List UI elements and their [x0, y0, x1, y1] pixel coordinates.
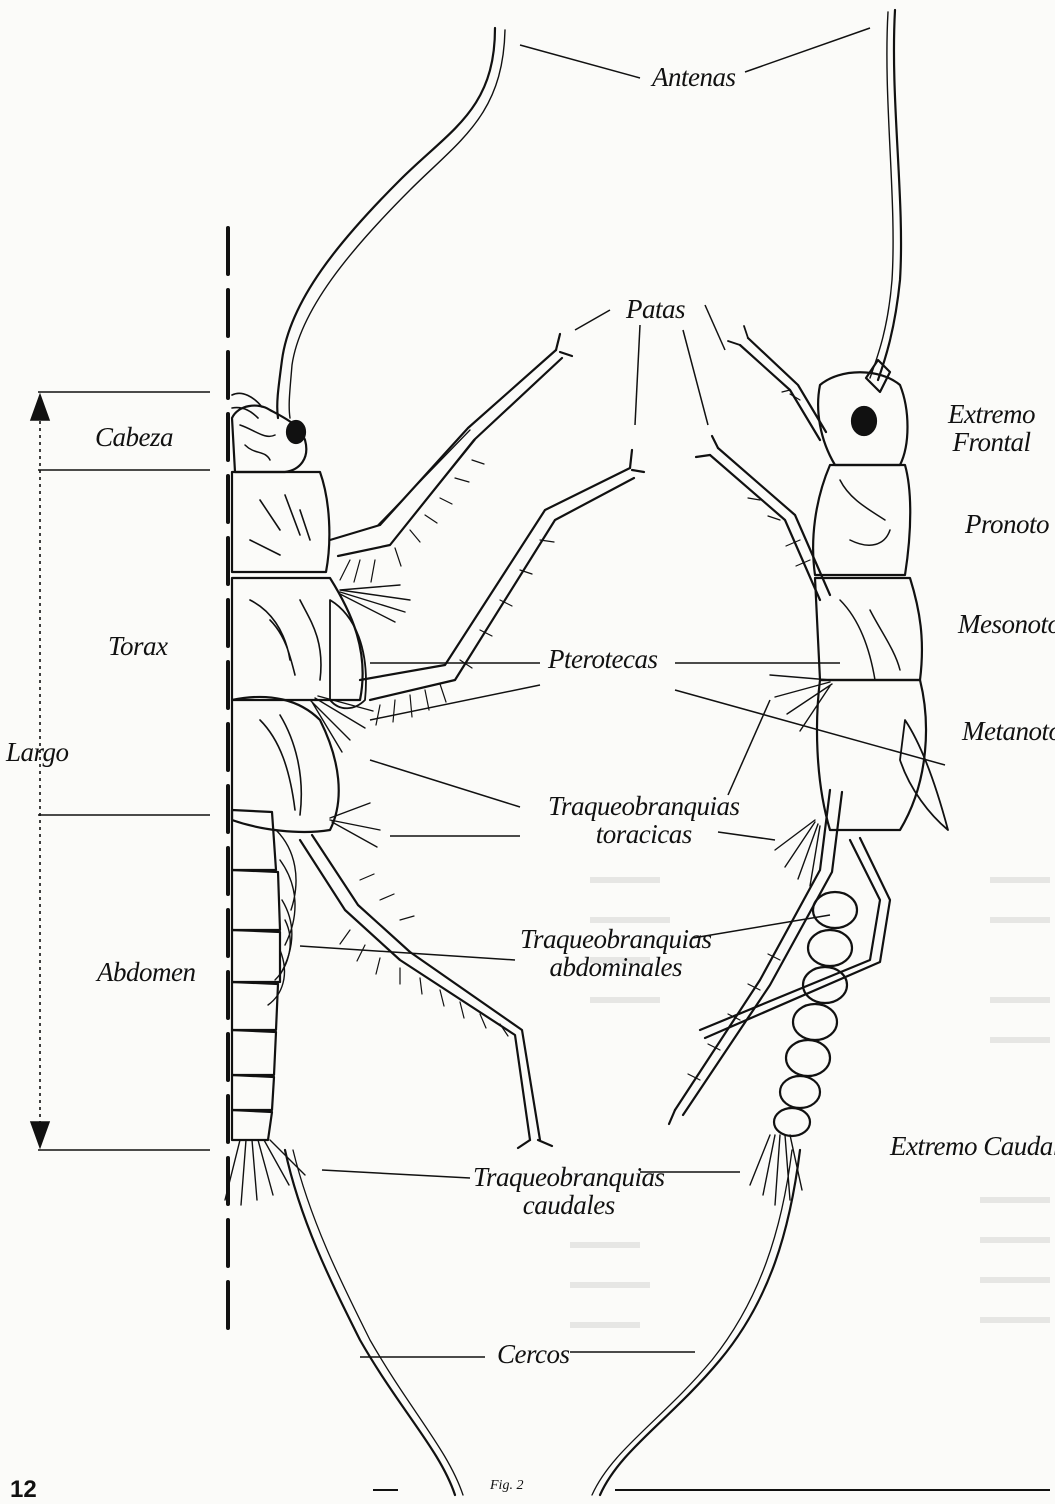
left-pronotum: [232, 472, 329, 572]
label-traq-caudales-line1: Traqueobranquias: [473, 1163, 665, 1191]
right-abdomen: [774, 892, 857, 1136]
figure-caption: Fig. 2: [490, 1478, 523, 1494]
label-patas: Patas: [626, 295, 685, 323]
right-mesonotum: [815, 578, 922, 680]
left-antenna: [277, 28, 495, 418]
label-traq-abdominales-line1: Traqueobranquias: [520, 925, 712, 953]
label-extremo-caudal: Extremo Caudal: [890, 1132, 1055, 1160]
label-extremo-frontal: Extremo Frontal: [948, 400, 1035, 457]
label-traq-toracicas-line2: toracicas: [548, 820, 740, 848]
label-traqueobranquias-abdominales: Traqueobranquias abdominales: [520, 925, 712, 982]
label-abdomen: Abdomen: [97, 958, 195, 986]
label-extremo-frontal-line2: Frontal: [948, 428, 1035, 456]
label-traq-caudales-line2: caudales: [473, 1191, 665, 1219]
right-specimen: [592, 10, 948, 1495]
left-leg-front: [330, 334, 572, 582]
label-largo: Largo: [6, 738, 69, 766]
label-pterotecas: Pterotecas: [548, 645, 657, 673]
label-traq-toracicas-line1: Traqueobranquias: [548, 792, 740, 820]
right-leg-front: [728, 326, 826, 440]
label-cabeza: Cabeza: [95, 423, 173, 451]
left-specimen: [225, 28, 644, 1495]
label-pronoto: Pronoto: [965, 510, 1049, 538]
left-abdomen: [232, 810, 280, 1140]
label-mesonoto: Mesonoto: [958, 610, 1055, 638]
label-metanoto: Metanoto: [962, 717, 1055, 745]
right-pronotum: [813, 465, 910, 575]
label-cercos: Cercos: [497, 1340, 570, 1368]
leader-lines: [300, 28, 1050, 1490]
label-antenas: Antenas: [652, 63, 736, 91]
label-extremo-frontal-line1: Extremo: [948, 400, 1035, 428]
measurement-brackets: [31, 392, 210, 1150]
right-leg-middle: [696, 436, 830, 600]
right-caudal-gills: [750, 1135, 802, 1205]
left-cercus: [285, 1150, 455, 1495]
left-thoracic-gills: [310, 585, 410, 847]
label-traqueobranquias-toracicas: Traqueobranquias toracicas: [548, 792, 740, 849]
right-wingpad: [900, 720, 948, 830]
label-traqueobranquias-caudales: Traqueobranquias caudales: [473, 1163, 665, 1220]
label-torax: Torax: [108, 632, 168, 660]
left-leg-hind: [300, 835, 552, 1148]
label-traq-abdominales-line2: abdominales: [520, 953, 712, 981]
page-number: 12: [10, 1476, 37, 1504]
left-abdominal-gills: [268, 830, 296, 1005]
right-antenna: [878, 10, 901, 380]
left-leg-middle: [360, 450, 644, 725]
